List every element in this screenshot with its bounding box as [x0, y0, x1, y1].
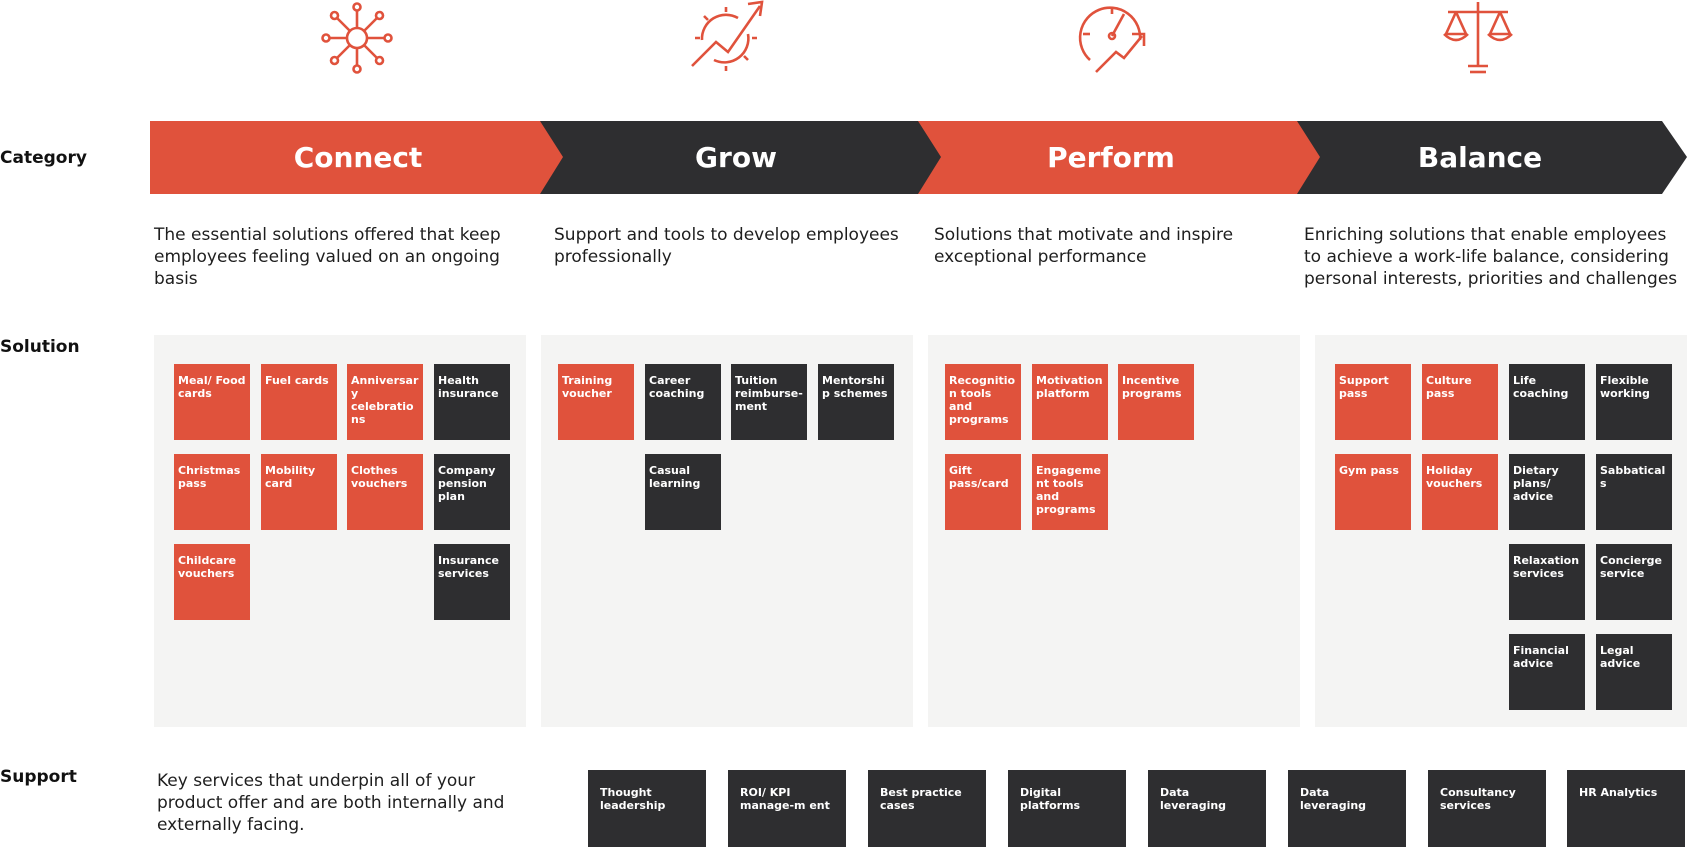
- solution-tile: Anniversary celebrations: [347, 364, 423, 440]
- support-row-label: Support: [0, 767, 77, 787]
- chevron-grow: [538, 121, 943, 194]
- support-tile: Thought leadership: [588, 770, 706, 847]
- solution-tile: Career coaching: [645, 364, 721, 440]
- chevron-connect: [150, 121, 563, 194]
- support-tile: Digital platforms: [1008, 770, 1126, 847]
- support-tile: Consultancy services: [1428, 770, 1546, 847]
- connect-description: The essential solutions offered that kee…: [154, 225, 501, 289]
- category-chevrons: [150, 121, 1687, 194]
- solution-tile: Relaxation services: [1509, 544, 1585, 620]
- solution-tile: Company pension plan: [434, 454, 510, 530]
- solution-tile: Sabbaticals: [1596, 454, 1672, 530]
- category-grow-label: Grow: [695, 141, 777, 174]
- solution-tile: Holiday vouchers: [1422, 454, 1498, 530]
- category-row-label: Category: [0, 148, 87, 168]
- grow-description: Support and tools to develop employees p…: [554, 225, 899, 267]
- solution-tile: Concierge service: [1596, 544, 1672, 620]
- solution-tile: Motivation platform: [1032, 364, 1108, 440]
- solution-tile: Tuition reimburse-ment: [731, 364, 807, 440]
- solution-tile: Training voucher: [558, 364, 634, 440]
- solution-tile: Support pass: [1335, 364, 1411, 440]
- support-tile: Best practice cases: [868, 770, 986, 847]
- solution-tile: Health insurance: [434, 364, 510, 440]
- network-icon: [319, 0, 395, 76]
- solution-tile: Casual learning: [645, 454, 721, 530]
- solution-tile: Fuel cards: [261, 364, 337, 440]
- chevron-balance: [1295, 121, 1687, 194]
- growth-gear-icon: [688, 0, 764, 76]
- balance-description: Enriching solutions that enable employee…: [1304, 225, 1678, 289]
- solution-tile: Meal/ Food cards: [174, 364, 250, 440]
- perform-description: Solutions that motivate and inspire exce…: [934, 225, 1234, 267]
- solution-tile: Gift pass/card: [945, 454, 1021, 530]
- category-connect-label: Connect: [293, 141, 423, 174]
- solution-tile: Culture pass: [1422, 364, 1498, 440]
- solution-row-label: Solution: [0, 337, 80, 357]
- solution-tile: Recognitio n tools and programs: [945, 364, 1021, 440]
- category-perform-label: Perform: [1047, 141, 1175, 174]
- chevron-perform: [918, 121, 1320, 194]
- support-tile: Data leveraging: [1288, 770, 1406, 847]
- solution-tile: Mobility card: [261, 454, 337, 530]
- solution-tile: Legal advice: [1596, 634, 1672, 710]
- support-tile: HR Analytics: [1567, 770, 1685, 847]
- category-balance-label: Balance: [1417, 141, 1543, 174]
- solution-tile: Dietary plans/ advice: [1509, 454, 1585, 530]
- support-tile: ROI/ KPI manage-m ent: [728, 770, 846, 847]
- solution-tile: Christmas pass: [174, 454, 250, 530]
- balance-scale-icon: [1440, 0, 1516, 76]
- solution-tile: Gym pass: [1335, 454, 1411, 530]
- solution-tile: Flexible working: [1596, 364, 1672, 440]
- solution-tile: Engageme nt tools and programs: [1032, 454, 1108, 530]
- solution-tile: Insurance services: [434, 544, 510, 620]
- solution-tile: Clothes vouchers: [347, 454, 423, 530]
- solution-tile: Life coaching: [1509, 364, 1585, 440]
- support-description: Key services that underpin all of your p…: [157, 771, 505, 835]
- solution-tile: Childcare vouchers: [174, 544, 250, 620]
- solution-tile: Incentive programs: [1118, 364, 1194, 440]
- solution-tile: Financial advice: [1509, 634, 1585, 710]
- support-tile: Data leveraging: [1148, 770, 1266, 847]
- solution-tile: Mentorship schemes: [818, 364, 894, 440]
- speedometer-icon: [1074, 0, 1150, 76]
